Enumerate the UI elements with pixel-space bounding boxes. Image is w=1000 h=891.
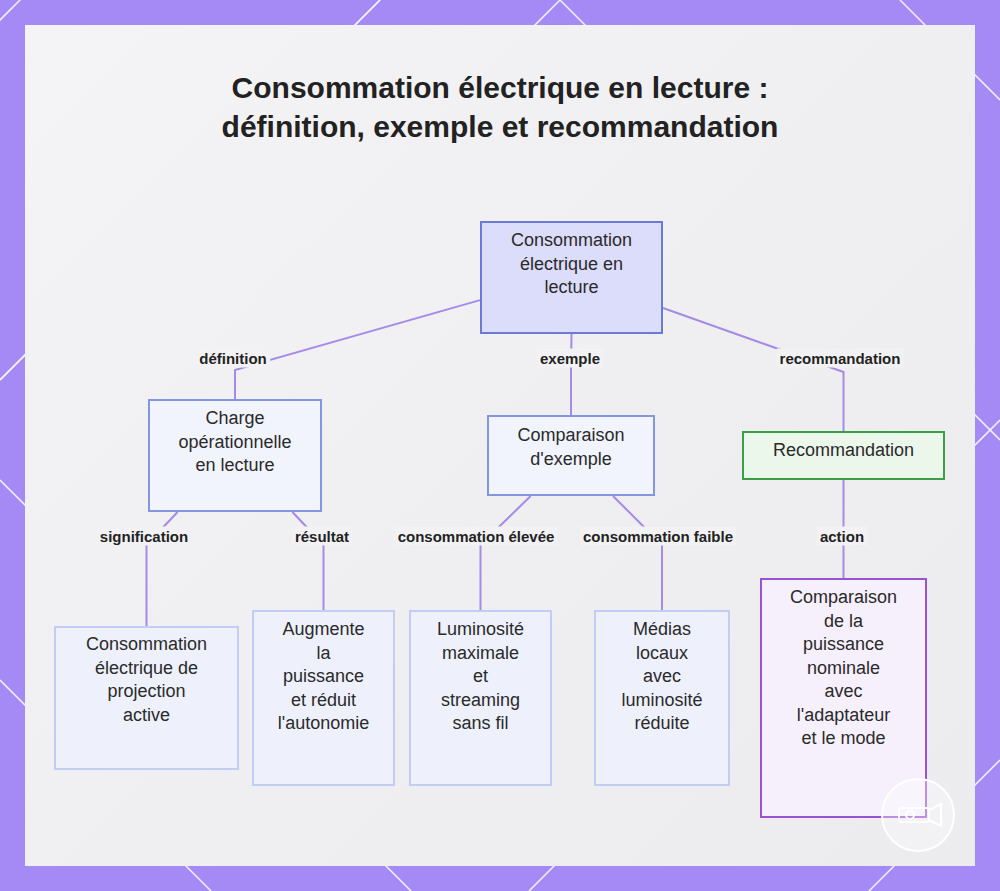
connector-line [235, 300, 480, 399]
process-box: Recommandation [742, 431, 945, 480]
node-text: Médias locaux avec luminosité réduite [619, 618, 705, 736]
node-text: Consommation électrique en lecture [497, 229, 647, 300]
edge-label: résultat [292, 527, 352, 546]
edge-label: consommation élevée [395, 527, 558, 546]
connector-line [663, 308, 844, 431]
process-box: Médias locaux avec luminosité réduite [594, 610, 730, 786]
edge-label: consommation faible [580, 527, 736, 546]
node-text: Comparaison de la puissance nominale ave… [788, 586, 900, 751]
connector-line [613, 496, 662, 610]
edge-label: recommandation [777, 349, 904, 368]
node-text: Comparaison d'exemple [506, 424, 636, 471]
node-text: Recommandation [754, 439, 934, 463]
edge-label: définition [196, 349, 270, 368]
node-text: Consommation électrique de projection ac… [83, 633, 210, 727]
node-text: Charge opérationnelle en lecture [171, 407, 299, 478]
process-box: Luminosité maximale et streaming sans fi… [409, 610, 552, 786]
process-box: Comparaison d'exemple [487, 415, 655, 496]
process-box: Consommation électrique de projection ac… [54, 626, 239, 770]
connector-line [481, 496, 531, 610]
connector-line [570, 334, 573, 415]
diagram-title: Consommation électrique en lecture : déf… [170, 68, 830, 146]
node-text: Luminosité maximale et streaming sans fi… [435, 618, 527, 736]
edge-label: action [817, 527, 867, 546]
process-box: Augmente la puissance et réduit l'autono… [252, 610, 395, 786]
process-box: Consommation électrique en lecture [480, 221, 663, 334]
node-text: Augmente la puissance et réduit l'autono… [276, 618, 372, 736]
edge-label: exemple [537, 349, 603, 368]
edge-label: signification [97, 527, 191, 546]
process-box: Charge opérationnelle en lecture [148, 399, 322, 512]
